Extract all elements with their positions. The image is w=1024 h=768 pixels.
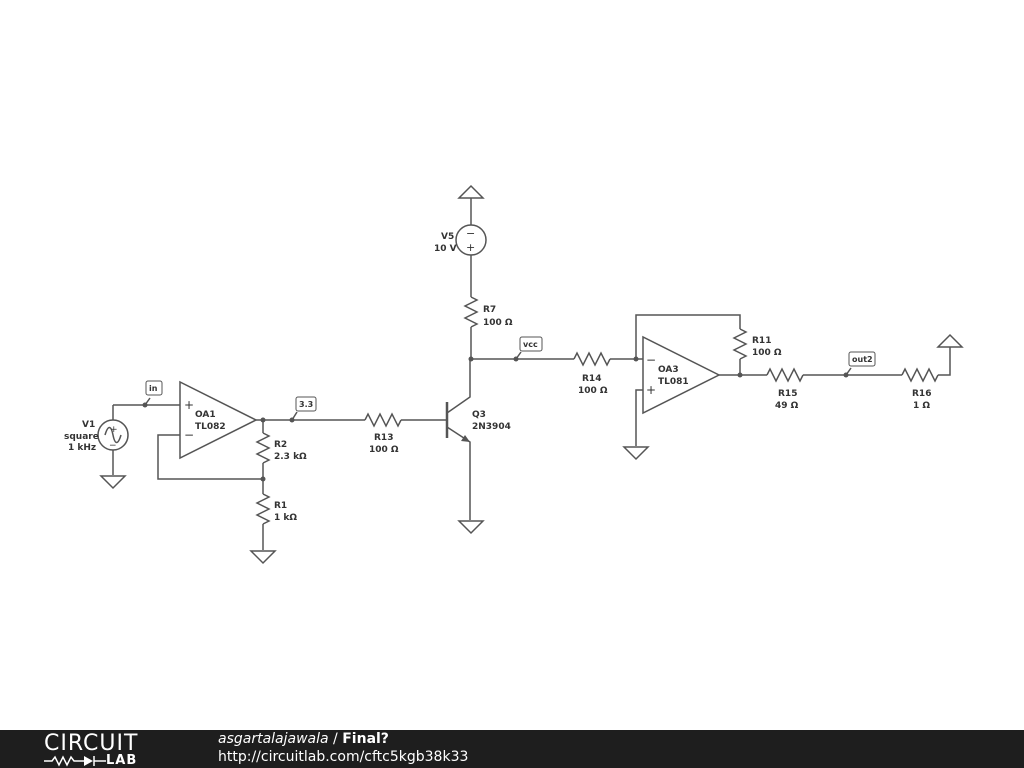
svg-text:+: + — [110, 425, 118, 435]
net-label-vcc[interactable]: vcc — [515, 336, 543, 360]
svg-text:+: + — [466, 241, 475, 254]
footer-project-name[interactable]: Final? — [342, 731, 389, 747]
net-out2-text: out2 — [852, 355, 873, 364]
r14-resistor[interactable] — [573, 351, 643, 367]
oa1-plus-symbol: + — [184, 398, 194, 412]
circuit-schematic: + − V1 square 1 kHz in + − OA1 TL082 3.3… — [64, 184, 964, 565]
logo-text-lab: LAB — [106, 753, 138, 768]
net-in-text: in — [149, 384, 158, 393]
r7-resistor[interactable] — [463, 296, 479, 359]
oa3-plus-symbol: + — [646, 383, 656, 397]
r16-value: 1 Ω — [913, 401, 930, 411]
q3-model: 2N3904 — [472, 422, 511, 432]
r2-name: R2 — [274, 440, 287, 450]
footer-url-link[interactable]: http://circuitlab.com/cftc5kgb38k33 — [218, 749, 469, 765]
r13-value: 100 Ω — [369, 445, 399, 455]
r2-value: 2.3 kΩ — [274, 452, 307, 462]
r1-resistor[interactable] — [249, 479, 277, 565]
logo-text-circuit: CIRCUIT — [44, 731, 139, 756]
r15-name: R15 — [778, 389, 797, 399]
q3-name: Q3 — [472, 410, 486, 420]
r11-value: 100 Ω — [752, 348, 782, 358]
net-label-in[interactable]: in — [144, 380, 163, 406]
svg-text:−: − — [466, 227, 475, 240]
oa1-name: OA1 — [195, 410, 216, 420]
oa3-minus-symbol: − — [646, 353, 656, 367]
footer-title: asgartalajawala / Final? — [218, 731, 389, 748]
v1-freq: 1 kHz — [68, 443, 96, 453]
net-vcc-text: vcc — [523, 340, 538, 349]
v1-name: V1 — [82, 420, 95, 430]
r15-resistor[interactable] — [766, 367, 902, 383]
net-label-out2[interactable]: out2 — [845, 351, 876, 376]
r14-name: R14 — [582, 374, 601, 384]
r16-name: R16 — [912, 389, 931, 399]
r14-value: 100 Ω — [578, 386, 608, 396]
circuitlab-logo[interactable]: CIRCUIT LAB — [44, 733, 174, 767]
footer-user-link[interactable]: asgartalajawala — [218, 731, 329, 747]
v1-source[interactable]: + − — [97, 405, 129, 490]
r11-name: R11 — [752, 336, 771, 346]
oa3-name: OA3 — [658, 365, 679, 375]
net-label-3-3[interactable]: 3.3 — [291, 396, 317, 421]
v5-value: 10 V — [434, 244, 457, 254]
r11-resistor[interactable] — [732, 328, 748, 375]
r7-name: R7 — [483, 305, 496, 315]
oa1-opamp[interactable]: + − — [179, 380, 258, 460]
oa3-model: TL081 — [658, 377, 689, 387]
r16-resistor[interactable] — [901, 333, 964, 383]
v1-type: square — [64, 432, 99, 442]
r7-value: 100 Ω — [483, 318, 513, 328]
oa3-opamp[interactable]: − + — [642, 335, 721, 415]
footer-separator: / — [328, 731, 343, 747]
v5-name: V5 — [441, 232, 454, 242]
r13-resistor[interactable] — [364, 412, 447, 428]
r13-name: R13 — [374, 433, 393, 443]
v5-source[interactable]: − + — [455, 184, 487, 297]
net-3-3-text: 3.3 — [299, 400, 313, 409]
r15-value: 49 Ω — [775, 401, 799, 411]
oa1-minus-symbol: − — [184, 428, 194, 442]
r2-resistor[interactable] — [255, 420, 271, 479]
logo-resistor-diode-icon — [44, 755, 106, 767]
r1-name: R1 — [274, 501, 287, 511]
oa1-model: TL082 — [195, 422, 226, 432]
r1-value: 1 kΩ — [274, 513, 297, 523]
footer-bar: CIRCUIT LAB asgartalajawala / Final? htt… — [0, 730, 1024, 768]
q3-transistor[interactable] — [445, 359, 485, 535]
svg-text:−: − — [109, 441, 117, 451]
